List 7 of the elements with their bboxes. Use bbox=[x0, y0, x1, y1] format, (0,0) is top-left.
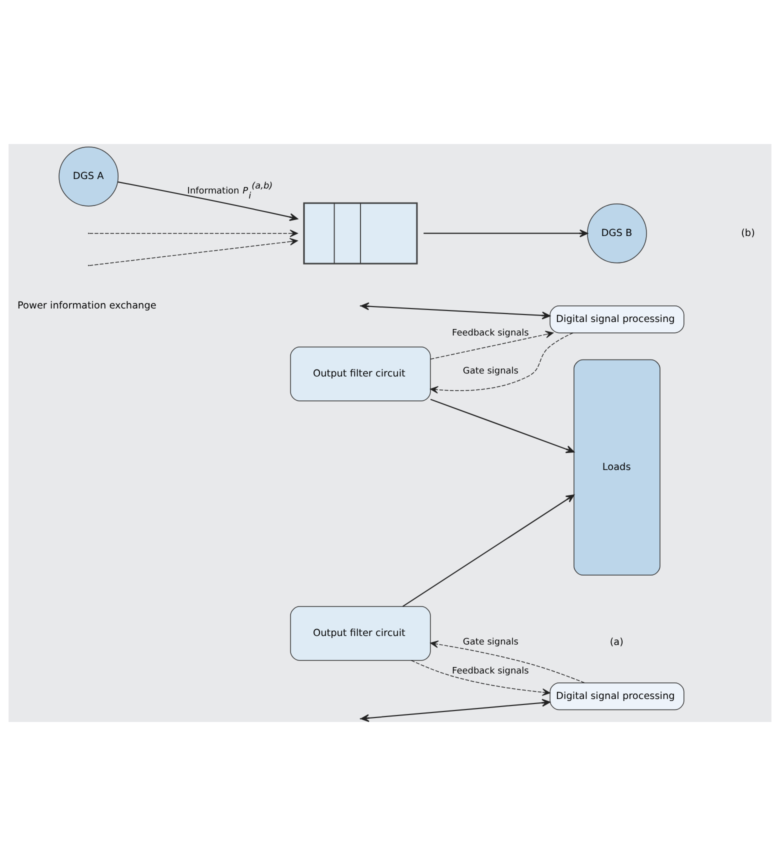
label: Power information exchange bbox=[18, 300, 156, 312]
label: (a) bbox=[610, 637, 624, 648]
label: (b) bbox=[741, 228, 755, 239]
edge-label: Gate signals bbox=[462, 366, 518, 377]
edge-label: Gate signals bbox=[462, 637, 518, 648]
edge-label: Feedback signals bbox=[452, 328, 529, 339]
edge-label: Feedback signals bbox=[452, 666, 529, 677]
